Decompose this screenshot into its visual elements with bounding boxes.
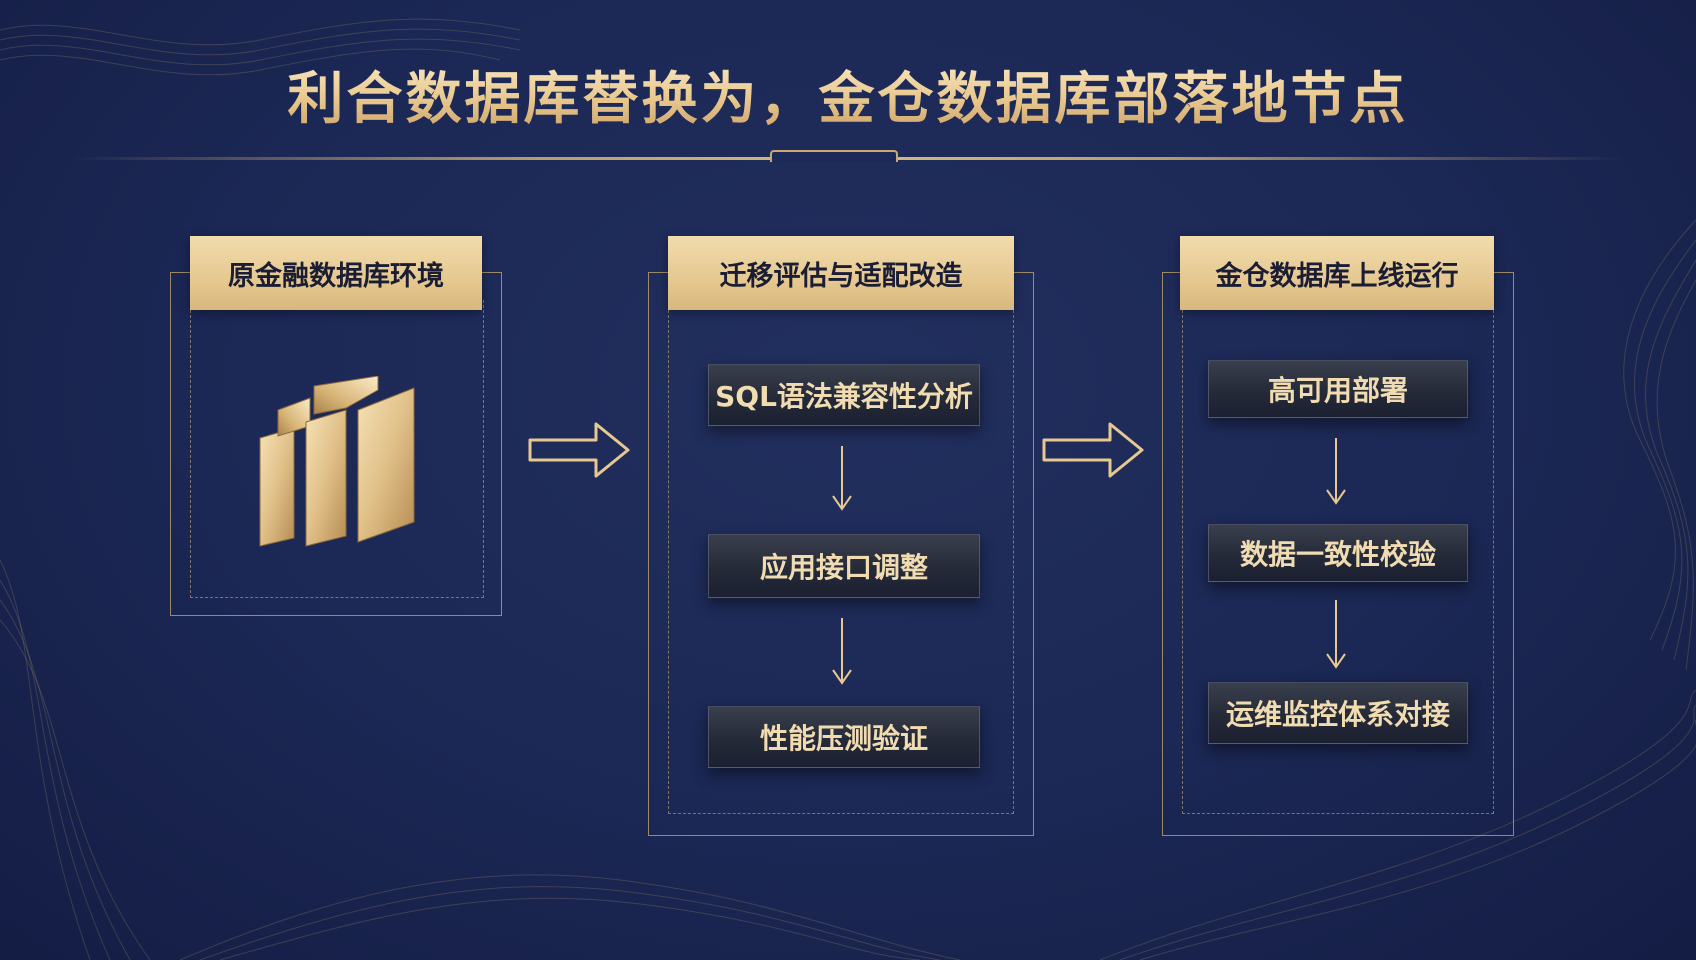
title-divider-tab bbox=[770, 150, 898, 162]
step-high-availability-deploy: 高可用部署 bbox=[1208, 360, 1468, 418]
step-performance-test: 性能压测验证 bbox=[708, 706, 980, 768]
step-sql-compatibility-analysis: SQL语法兼容性分析 bbox=[708, 364, 980, 426]
database-building-icon bbox=[259, 376, 415, 547]
panel-header-kingbase-online: 金仓数据库上线运行 bbox=[1180, 236, 1494, 310]
panel-source-environment-inner bbox=[190, 300, 484, 598]
panel-header-source-environment: 原金融数据库环境 bbox=[190, 236, 482, 310]
down-arrow-icon bbox=[1326, 600, 1346, 669]
down-arrow-icon bbox=[832, 446, 852, 511]
flow-arrow-right-icon bbox=[528, 422, 630, 478]
down-arrow-icon bbox=[1326, 438, 1346, 505]
step-api-adjustment: 应用接口调整 bbox=[708, 534, 980, 598]
step-ops-monitoring-integration: 运维监控体系对接 bbox=[1208, 682, 1468, 744]
panel-migration-assessment-inner bbox=[668, 300, 1014, 814]
page-title: 利合数据库替换为，金仓数据库部落地节点 bbox=[0, 54, 1696, 135]
down-arrow-icon bbox=[832, 618, 852, 685]
panel-kingbase-online-inner bbox=[1182, 300, 1494, 814]
flow-arrow-right-icon bbox=[1042, 422, 1144, 478]
step-data-consistency-check: 数据一致性校验 bbox=[1208, 524, 1468, 582]
panel-header-migration-assessment: 迁移评估与适配改造 bbox=[668, 236, 1014, 310]
